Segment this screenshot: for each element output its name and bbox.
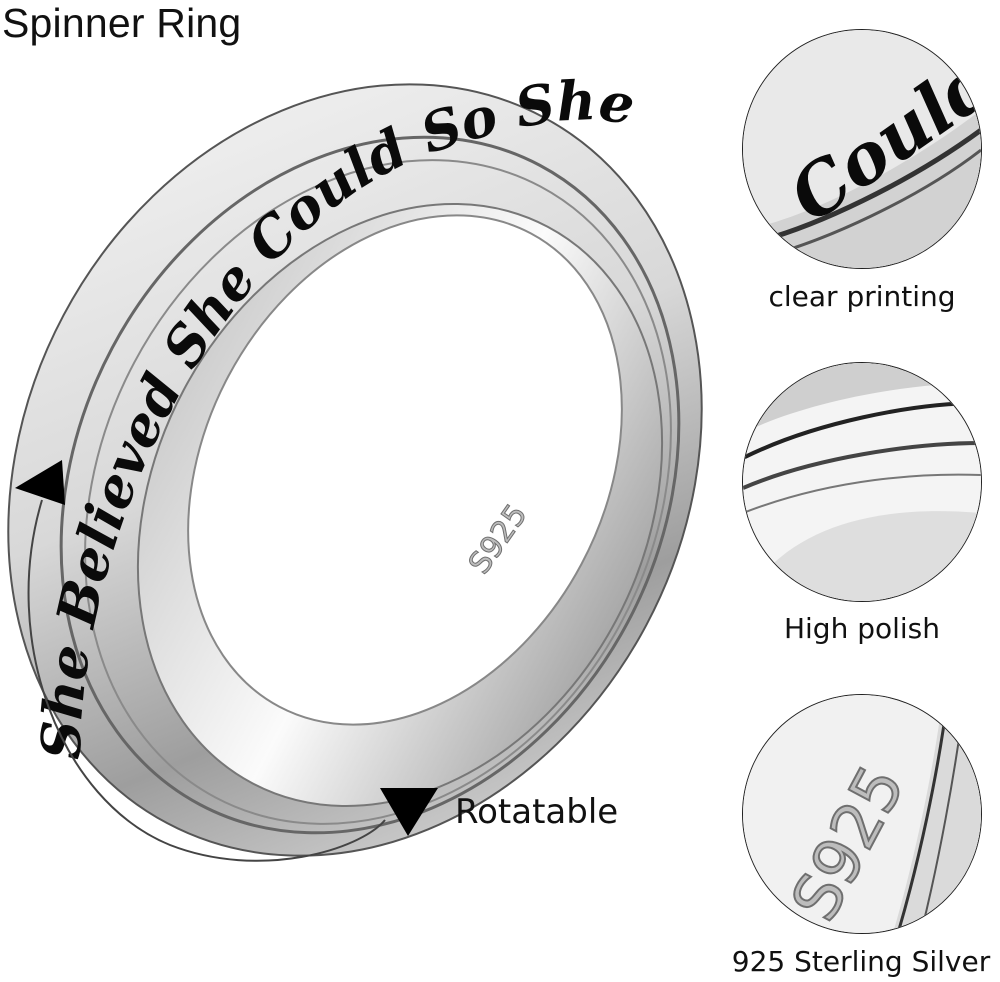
- rotation-arc: [27, 499, 386, 862]
- caption-clear-printing: clear printing: [768, 280, 956, 313]
- detail-sterling-silver: S925: [742, 694, 982, 934]
- detail-clear-printing: Could: [742, 29, 982, 269]
- ring-opening: [187, 214, 623, 726]
- arrow-up-icon: [15, 460, 65, 505]
- ring-image: She Believed She Could So She Did S925: [0, 0, 703, 862]
- ring-groove-inner: [84, 159, 672, 825]
- caption-high-polish: High polish: [783, 612, 941, 645]
- rotatable-label: Rotatable: [455, 792, 619, 832]
- page-title: Spinner Ring: [2, 0, 242, 46]
- detail-high-polish: [742, 362, 982, 602]
- arrow-down-icon: [380, 788, 438, 836]
- caption-sterling-silver: 925 Sterling Silver: [731, 945, 991, 978]
- ring-groove: [59, 135, 681, 835]
